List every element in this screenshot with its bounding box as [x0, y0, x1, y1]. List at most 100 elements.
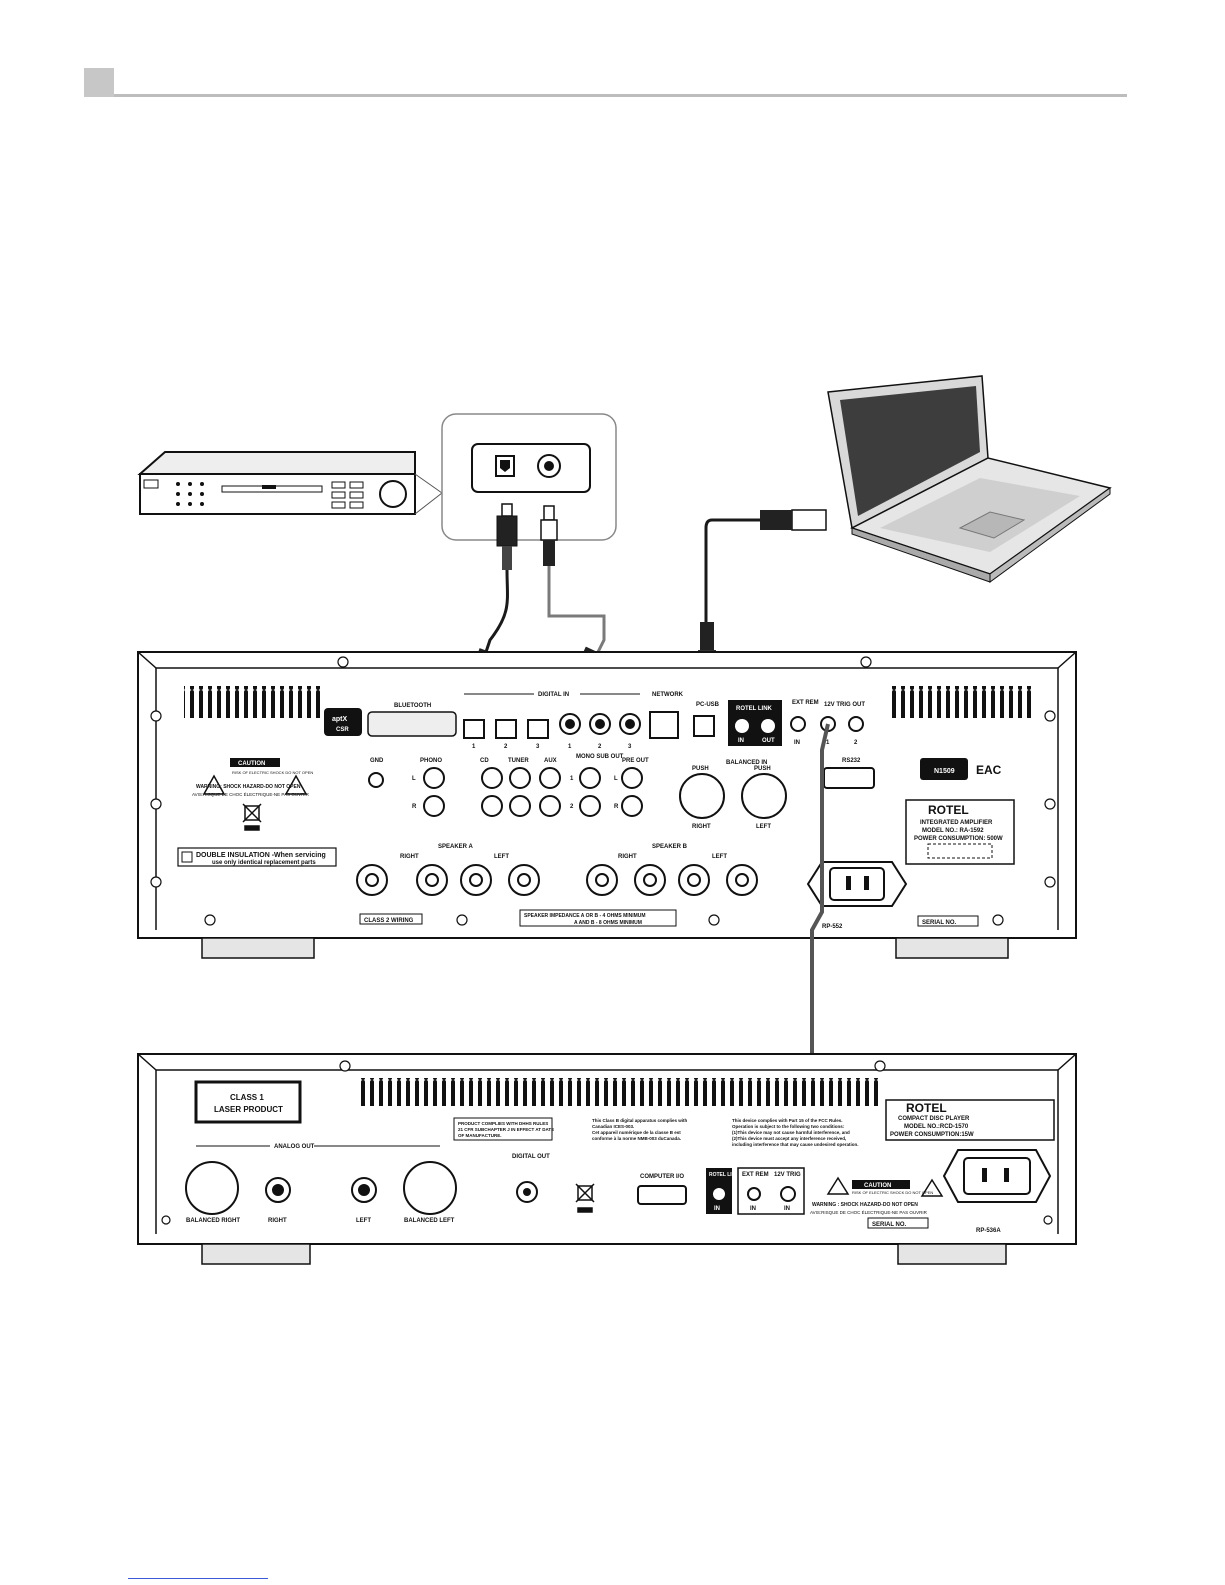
digital-out-label: DIGITAL OUT: [512, 1154, 550, 1160]
amp-brand: ROTEL: [928, 803, 969, 817]
eac-mark: EAC: [976, 763, 1002, 777]
page-header-rule: [114, 94, 1127, 97]
trig-out-label: 12V TRIG OUT: [824, 702, 865, 708]
cdp-balanced-left-label: BALANCED LEFT: [404, 1218, 455, 1224]
fcc-line4: (2)This device must accept any interfere…: [732, 1136, 846, 1141]
cdp-link-in-label: IN: [714, 1206, 720, 1212]
trig-2-label: 2: [854, 740, 858, 746]
network-port[interactable]: [649, 711, 679, 739]
rca-jacks-top-row[interactable]: [423, 767, 643, 789]
digital-optical-inputs[interactable]: [463, 719, 549, 739]
gnd-label: GND: [370, 758, 384, 764]
mono-sub-out-label: MONO SUB OUT: [576, 754, 624, 760]
cdp-ext-rem-jack[interactable]: [747, 1187, 761, 1201]
spk-b-left-label: LEFT: [712, 854, 727, 860]
class1-line1: CLASS 1: [230, 1093, 264, 1102]
sub-1-label: 1: [570, 776, 574, 782]
cdp-weee-bin-icon: [575, 1183, 595, 1213]
pre-out-label: PRE OUT: [622, 758, 649, 764]
xlr-right-label: RIGHT: [692, 824, 711, 830]
cdp-balanced-right-label: BALANCED RIGHT: [186, 1218, 240, 1224]
laptop: [827, 375, 1112, 583]
cdp-ext-rem-label: EXT REM: [742, 1172, 769, 1178]
cdp-rotel-link-jack[interactable]: [713, 1188, 725, 1200]
cdp-caution-sub: RISK OF ELECTRIC SHOCK DO NOT OPEN: [852, 1190, 933, 1195]
rotel-link-in-jack[interactable]: [735, 719, 749, 733]
cert-badge: [920, 758, 968, 780]
preout-l-label: L: [614, 776, 618, 782]
cdp-left-label: LEFT: [356, 1218, 371, 1224]
class1-line2: LASER PRODUCT: [214, 1105, 283, 1114]
pc-usb-port[interactable]: [693, 715, 715, 737]
xlr-in-right[interactable]: [679, 773, 725, 819]
output-jack-callout: [441, 413, 617, 570]
cdp-serial-box: [867, 1217, 929, 1229]
rs232-port[interactable]: [823, 767, 875, 789]
class2-label: CLASS 2 WIRING: [364, 918, 414, 924]
caution-box: [230, 758, 280, 767]
spk-b-right-label: RIGHT: [618, 854, 637, 860]
coax-1-label: 1: [568, 744, 572, 750]
speaker-b-label: SPEAKER B: [652, 844, 688, 850]
cert-label: N1509: [934, 768, 955, 775]
cdp-brand: ROTEL: [906, 1101, 947, 1115]
xlr-in-left[interactable]: [741, 773, 787, 819]
rotel-link-in-label: IN: [738, 738, 744, 744]
spk-a-left-label: LEFT: [494, 854, 509, 860]
amp-type: INTEGRATED AMPLIFIER: [920, 820, 993, 826]
trig-1-label: 1: [826, 740, 830, 746]
cdp-rp-label: RP-536A: [976, 1228, 1001, 1234]
class2-box: [359, 913, 423, 925]
fcc-line2: Operation is subject to the following tw…: [732, 1124, 845, 1129]
cdp-right-label: RIGHT: [268, 1218, 287, 1224]
trig-out-2-jack[interactable]: [848, 716, 864, 732]
push-label-left: PUSH: [754, 766, 771, 772]
fcc-line1: This device complies with Part 15 of the…: [732, 1118, 843, 1123]
computer-io-port[interactable]: [637, 1185, 687, 1205]
aux-label: AUX: [544, 758, 557, 764]
digital-coax-inputs[interactable]: [559, 713, 641, 735]
rca-jacks-bottom-row[interactable]: [423, 795, 643, 817]
dhhs-line1: PRODUCT COMPLIES WITH DHHS RULES: [458, 1121, 548, 1126]
coax-2-label: 2: [598, 744, 602, 750]
push-label-right: PUSH: [692, 766, 709, 772]
impedance-line2: A AND B - 8 OHMS MINIMUM: [574, 920, 642, 926]
cdp-analog-outputs[interactable]: [185, 1161, 457, 1215]
cdp-serial-label: SERIAL NO.: [872, 1222, 907, 1228]
amp-warning-en: WARNING: SHOCK HAZARD-DO NOT OPEN: [196, 784, 301, 790]
phono-r-label: R: [412, 804, 417, 810]
coax-3-label: 3: [628, 744, 632, 750]
cdp-model: MODEL NO.:RCD-1570: [904, 1124, 969, 1130]
dhhs-line3: OF MANUFACTURE.: [458, 1133, 502, 1138]
speaker-terminals[interactable]: [356, 864, 758, 896]
cdp-power: POWER CONSUMPTION:15W: [890, 1132, 974, 1138]
cdp-shock-warning-icon: [826, 1176, 850, 1195]
amp-rating-plate: [905, 799, 1015, 865]
preout-r-label: R: [614, 804, 619, 810]
network-label: NETWORK: [652, 692, 684, 698]
cdp-exclamation-warning-icon: [920, 1178, 944, 1197]
exclamation-warning-icon: [284, 774, 308, 795]
bluetooth-antenna[interactable]: [367, 711, 457, 737]
impedance-line1: SPEAKER IMPEDANCE A OR B - 4 OHMS MINIMU…: [524, 913, 646, 919]
gnd-terminal[interactable]: [368, 772, 384, 788]
aptx-label: aptX: [332, 716, 348, 723]
ext-rem-jack[interactable]: [790, 716, 806, 732]
balanced-in-label: BALANCED IN: [726, 760, 767, 766]
analog-out-label: ANALOG OUT: [274, 1144, 315, 1150]
footer-link-underline: [128, 1578, 268, 1579]
speaker-a-label: SPEAKER A: [438, 844, 473, 850]
dhhs-box: [453, 1117, 553, 1141]
cdp-trig-in-jack[interactable]: [780, 1186, 796, 1202]
amp-caution-label: CAUTION: [238, 761, 265, 767]
rotel-link-out-jack[interactable]: [761, 719, 775, 733]
xlr-left-label: LEFT: [756, 824, 771, 830]
class1-laser-label: [194, 1080, 302, 1124]
bluetooth-label: BLUETOOTH: [394, 703, 431, 709]
opt-1-label: 1: [472, 744, 476, 750]
opt-3-label: 3: [536, 744, 540, 750]
opt-2-label: 2: [504, 744, 508, 750]
cdp-caution-box: [852, 1180, 910, 1189]
amp-caution-sub: RISK OF ELECTRIC SHOCK DO NOT OPEN: [232, 770, 313, 775]
